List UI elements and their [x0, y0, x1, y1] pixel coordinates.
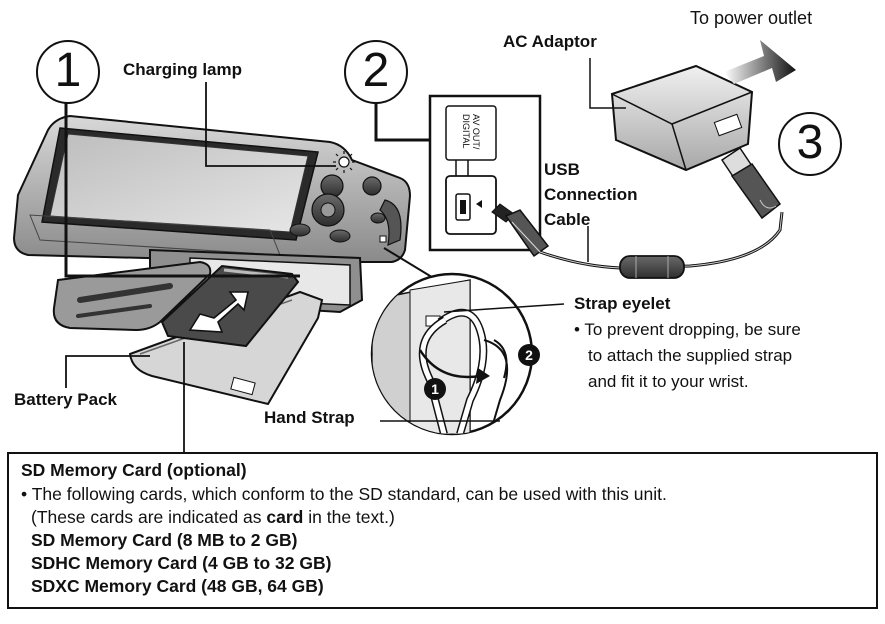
- ac-adaptor-shape: [610, 64, 754, 172]
- info-line2-bold: card: [266, 507, 304, 527]
- sd-card-shape: [160, 264, 300, 348]
- step-1-badge: 1: [36, 40, 100, 104]
- strap-eyelet-label: Strap eyelet: [574, 294, 671, 313]
- step-2-badge: 2: [344, 40, 408, 104]
- info-line2-post: in the text.): [303, 507, 395, 527]
- usb-cable-label-line2: Connection: [544, 185, 638, 204]
- info-line2-pre: (These cards are indicated as: [31, 507, 267, 527]
- strap-note-line2: to attach the supplied strap: [588, 346, 793, 365]
- bullet-icon: •: [574, 320, 580, 339]
- info-card-sdhc: SDHC Memory Card (4 GB to 32 GB): [31, 553, 332, 573]
- port-label: AV OUT/ DIGITAL: [460, 114, 481, 150]
- info-card-sdxc: SDXC Memory Card (48 GB, 64 GB): [31, 576, 324, 596]
- port-label-line2: DIGITAL: [461, 114, 472, 149]
- strap-note-line1: To prevent dropping, be sure: [584, 320, 801, 339]
- ferrite-core: [619, 255, 685, 279]
- power-outlet-label: To power outlet: [690, 8, 813, 28]
- port-label-line1: AV OUT/: [471, 114, 481, 150]
- bullet-icon: •: [21, 484, 28, 504]
- battery-pack-label: Battery Pack: [14, 390, 118, 409]
- sd-card-info-box: SD Memory Card (optional) • The followin…: [7, 452, 878, 609]
- info-title: SD Memory Card (optional): [21, 460, 247, 480]
- step-3-badge: 3: [778, 112, 842, 176]
- info-line1-row: • The following cards, which conform to …: [21, 484, 667, 505]
- strap-step-2-badge: 2: [518, 344, 540, 366]
- usb-micro-plug: [491, 203, 550, 258]
- usb-a-plug: [720, 146, 782, 220]
- hand-strap-label: Hand Strap: [264, 408, 355, 427]
- info-line1: The following cards, which conform to th…: [31, 484, 667, 504]
- power-outlet-arrow: [724, 40, 796, 84]
- strap-note-line3: and fit it to your wrist.: [588, 372, 749, 391]
- battery-door: [52, 260, 212, 332]
- usb-cable-label-line3: Cable: [544, 210, 591, 229]
- info-card-sd: SD Memory Card (8 MB to 2 GB): [31, 530, 298, 550]
- info-line2-row: (These cards are indicated as card in th…: [31, 507, 395, 528]
- battery-pack-shape: [128, 290, 324, 406]
- usb-cable-label-line1: USB: [544, 160, 580, 179]
- strap-magnifier: [370, 247, 534, 436]
- strap-step-1-badge: 1: [424, 378, 446, 400]
- charging-lamp-label: Charging lamp: [123, 60, 243, 79]
- strap-note: • To prevent dropping, be sure: [574, 320, 801, 340]
- ac-adaptor-label: AC Adaptor: [503, 32, 597, 51]
